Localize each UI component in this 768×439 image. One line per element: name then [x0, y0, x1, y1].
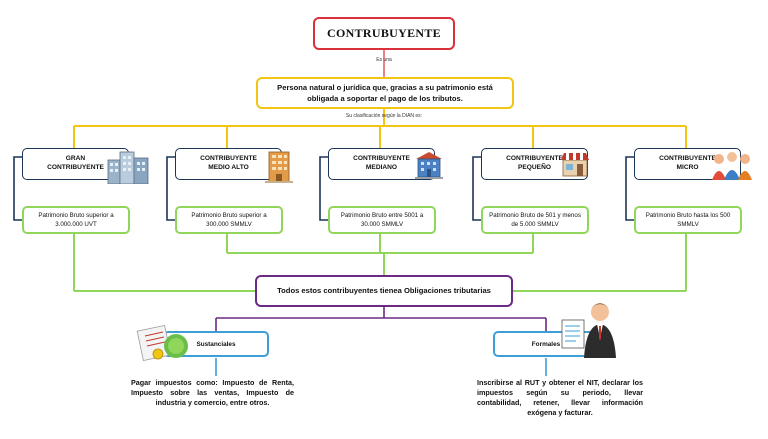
classification-label: Su clasificación según la DIAN es:	[345, 113, 423, 119]
sustanciales-description: Pagar impuestos como: Impuesto de Renta,…	[131, 378, 294, 407]
obligations-box: Todos estos contribuyentes tienea Obliga…	[255, 275, 513, 307]
category-line1: CONTRIBUYENTE	[200, 155, 257, 162]
root-connector-label: Es una	[376, 57, 392, 63]
category-line2: MEDIANO	[365, 164, 398, 171]
store-icon	[561, 153, 589, 177]
people-group-icon	[712, 152, 752, 180]
category-line2: CONTRIBUYENTE	[47, 164, 104, 171]
category-medio-alto: CONTRIBUYENTE MEDIO ALTO	[175, 148, 282, 180]
patrimonio-gran: Patrimonio Bruto superior a 3.000.000 UV…	[22, 206, 130, 234]
businessman-icon	[561, 303, 616, 358]
category-line1: CONTRIBUYENTE	[353, 155, 410, 162]
category-line2: MEDIO ALTO	[208, 164, 249, 171]
office-building-icon	[265, 151, 293, 183]
category-line2: MICRO	[676, 164, 699, 171]
patrimonio-medio-alto: Patrimonio Bruto superior a 300.000 SMML…	[175, 206, 283, 234]
category-line1: CONTRIBUYENTE	[659, 155, 716, 162]
category-line2: PEQUEÑO	[518, 164, 551, 171]
root-title: CONTRUBUYENTE	[313, 17, 455, 50]
category-mediano: CONTRIBUYENTE MEDIANO	[328, 148, 435, 180]
documents-money-icon	[136, 324, 188, 362]
bank-building-icon	[415, 152, 443, 179]
category-line1: CONTRIBUYENTE	[506, 155, 563, 162]
formales-description: Inscribirse al RUT y obtener el NIT, dec…	[477, 378, 643, 417]
buildings-icon	[107, 151, 149, 184]
patrimonio-mediano: Patrimonio Bruto entre 5001 a 30.000 SMM…	[328, 206, 436, 234]
patrimonio-pequeno: Patrimonio Bruto de 501 y menos de 5.000…	[481, 206, 589, 234]
category-line1: GRAN	[65, 155, 86, 162]
definition-box: Persona natural o jurídica que, gracias …	[256, 77, 514, 109]
patrimonio-micro: Patrimonio Bruto hasta los 500 SMMLV	[634, 206, 742, 234]
